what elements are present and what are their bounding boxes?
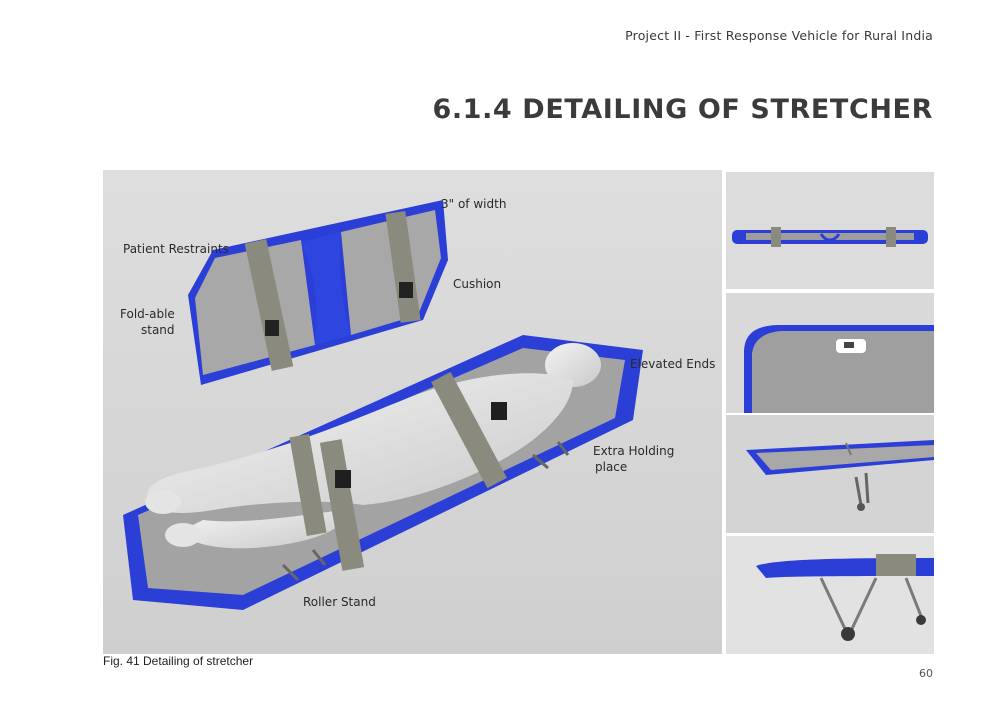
- patient-restraint-straps: [289, 371, 507, 571]
- label-roller-stand: Roller Stand: [303, 595, 376, 609]
- stretcher-side-view: [726, 415, 934, 533]
- stretcher-main-render: 3" of width Patient Restraints Cushion F…: [103, 170, 722, 654]
- section-title: 6.1.4 DETAILING OF STRETCHER: [432, 94, 933, 125]
- folded-stretcher: [188, 200, 448, 385]
- label-foldable-line2: stand: [141, 323, 175, 337]
- figure-caption: Fig. 41 Detailing of stretcher: [103, 654, 254, 668]
- label-width: 3" of width: [441, 197, 506, 211]
- stretcher-roller-stand-view: [726, 536, 934, 654]
- stretcher-elevated-end-view: [726, 293, 934, 413]
- project-header: Project II - First Response Vehicle for …: [625, 28, 933, 43]
- label-foldable-line1: Fold-able: [120, 307, 175, 321]
- stretcher-top-view: [726, 172, 934, 289]
- label-cushion: Cushion: [453, 277, 501, 291]
- label-extra-holding-line1: Extra Holding: [593, 444, 674, 458]
- label-extra-holding-line2: place: [595, 460, 627, 474]
- page-number: 60: [919, 667, 933, 680]
- label-patient-restraints: Patient Restraints: [123, 242, 229, 256]
- label-elevated-ends: Elevated Ends: [630, 357, 715, 371]
